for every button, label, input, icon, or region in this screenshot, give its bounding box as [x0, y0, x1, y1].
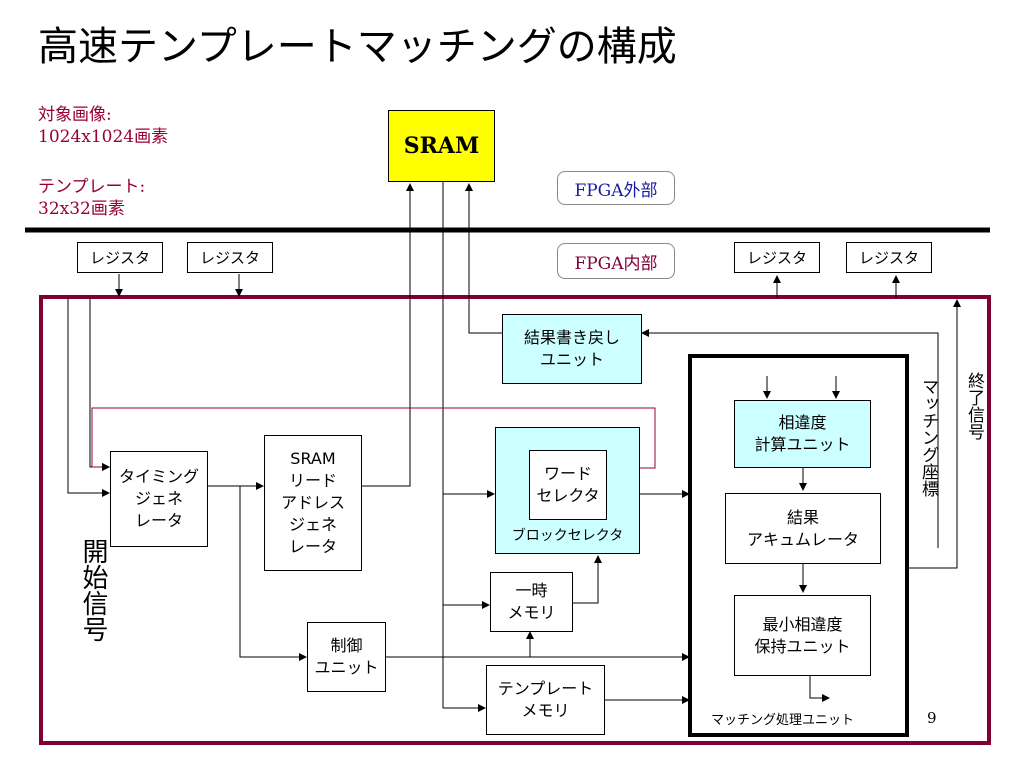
- register-2: レジスタ: [187, 242, 273, 273]
- target-image-note: 対象画像: 1024x1024画素: [38, 104, 168, 148]
- result-accumulator: 結果 アキュムレータ: [725, 493, 881, 564]
- register-3: レジスタ: [734, 242, 820, 273]
- sram-block: SRAM: [388, 110, 495, 182]
- template-label: テンプレート:: [38, 177, 146, 197]
- fpga-frame: [39, 295, 991, 745]
- end-signal-label: 終了信号: [964, 372, 984, 440]
- temp-memory: 一時 メモリ: [490, 572, 573, 632]
- timing-generator: タイミング ジェネ レータ: [110, 451, 208, 547]
- target-image-value: 1024x1024画素: [38, 127, 169, 147]
- dissimilarity-calc-unit: 相違度 計算ユニット: [734, 400, 871, 468]
- word-selector: ワード セレクタ: [529, 450, 607, 520]
- register-4: レジスタ: [846, 242, 932, 273]
- fpga-outside-label: FPGA外部: [557, 171, 675, 205]
- template-memory: テンプレート メモリ: [486, 665, 605, 735]
- writeback-unit: 結果書き戻し ユニット: [502, 314, 642, 384]
- matching-coordinate-label: マッチング座標: [918, 378, 938, 497]
- page-number: 9: [927, 709, 937, 727]
- start-signal-label: 開始信号: [78, 538, 108, 642]
- block-selector-label: ブロックセレクタ: [511, 528, 624, 544]
- template-value: 32x32画素: [38, 199, 125, 219]
- page-title: 高速テンプレートマッチングの構成: [38, 24, 677, 70]
- register-1: レジスタ: [77, 242, 163, 273]
- matching-unit-frame: [688, 354, 909, 737]
- control-unit: 制御 ユニット: [307, 622, 386, 692]
- fpga-inside-label: FPGA内部: [557, 243, 675, 279]
- template-note: テンプレート: 32x32画素: [38, 176, 145, 220]
- sram-read-address-generator: SRAM リード アドレス ジェネ レータ: [264, 435, 362, 571]
- target-image-label: 対象画像:: [38, 105, 112, 125]
- min-dissimilarity-hold-unit: 最小相違度 保持ユニット: [734, 595, 871, 676]
- matching-unit-label: マッチング処理ユニット: [711, 713, 855, 728]
